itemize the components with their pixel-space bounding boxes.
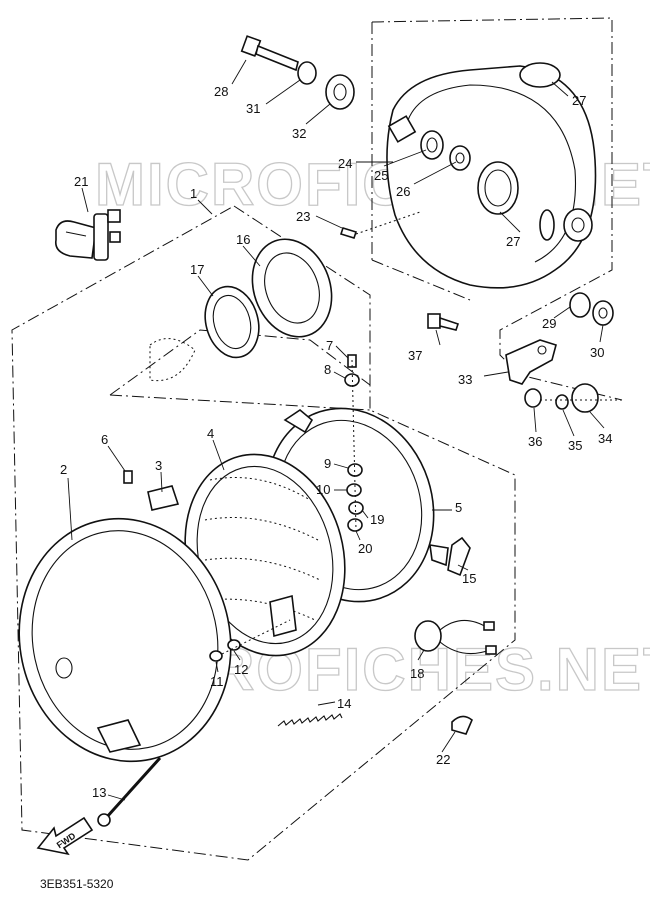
grommet-27-large <box>477 161 519 215</box>
socket-ghost <box>149 338 196 382</box>
callout-37: 37 <box>408 348 422 363</box>
washer-10 <box>346 483 362 497</box>
callout-27b: 27 <box>572 93 586 108</box>
forward-arrow: FWD <box>36 816 94 856</box>
callout-23: 23 <box>296 209 310 224</box>
callout-11: 11 <box>210 674 224 689</box>
callout-35: 35 <box>568 438 582 453</box>
part-36 <box>524 388 542 408</box>
grommet-27-top <box>519 62 561 88</box>
callout-7: 7 <box>326 338 333 353</box>
callout-24: 24 <box>338 156 352 171</box>
callout-19: 19 <box>370 512 384 527</box>
group-outline-housing <box>371 17 623 401</box>
callout-32: 32 <box>292 126 306 141</box>
callout-26: 26 <box>396 184 410 199</box>
adjuster-axis <box>351 359 357 531</box>
callout-18: 18 <box>410 666 424 681</box>
callout-25: 25 <box>374 168 388 183</box>
callout-30: 30 <box>590 345 604 360</box>
headlight-rim <box>18 485 297 763</box>
grommet-26-hole <box>455 152 465 164</box>
grommet-25 <box>420 130 444 160</box>
callout-29: 29 <box>542 316 556 331</box>
socket-cover <box>251 238 333 338</box>
washer-12 <box>227 639 241 651</box>
screw-23-axis <box>355 211 421 235</box>
leader-lines <box>67 59 605 801</box>
bulb <box>54 209 121 261</box>
grommet-25-hole <box>426 137 438 153</box>
callout-22: 22 <box>436 752 450 767</box>
callout-4: 4 <box>207 426 214 441</box>
washer-29 <box>569 292 591 318</box>
screw-11 <box>209 650 223 662</box>
diagram-code: 3EB351-5320 <box>40 877 114 891</box>
screw-6 <box>123 470 133 484</box>
callout-3: 3 <box>155 458 162 473</box>
callout-12: 12 <box>234 662 248 677</box>
bolt-37 <box>427 313 460 331</box>
collar-32 <box>325 74 355 110</box>
callout-20: 20 <box>358 541 372 556</box>
bulb-holder-ring <box>204 285 260 359</box>
cap-22 <box>451 715 473 735</box>
callout-33: 33 <box>458 372 472 387</box>
callout-9: 9 <box>324 456 331 471</box>
callout-16: 16 <box>236 232 250 247</box>
clip-15 <box>447 536 471 577</box>
grommet-26 <box>449 145 471 171</box>
callout-36: 36 <box>528 434 542 449</box>
screw-23 <box>339 227 358 239</box>
callout-8: 8 <box>324 362 331 377</box>
callout-15: 15 <box>462 571 476 586</box>
screw-13 <box>97 756 162 827</box>
washer-31 <box>297 61 317 85</box>
callout-6: 6 <box>101 432 108 447</box>
socket-outline-bottom <box>109 394 371 411</box>
callout-34: 34 <box>598 431 612 446</box>
washer-19 <box>348 501 364 515</box>
callout-labels: 1 2 3 4 5 6 7 8 9 10 11 12 13 14 15 16 1… <box>60 84 612 800</box>
callout-10: 10 <box>316 482 330 497</box>
callout-31: 31 <box>246 101 260 116</box>
nut-30 <box>592 300 614 326</box>
callout-14: 14 <box>337 696 351 711</box>
spring-14 <box>277 713 343 727</box>
callout-2: 2 <box>60 462 67 477</box>
callout-28: 28 <box>214 84 228 99</box>
collar-32-hole <box>333 83 347 101</box>
housing-outline-bottom <box>371 259 471 301</box>
callout-5: 5 <box>455 500 462 515</box>
part-34 <box>571 383 599 413</box>
callout-1: 1 <box>190 186 197 201</box>
grommet-27-large-inner <box>484 169 512 207</box>
callout-27a: 27 <box>506 234 520 249</box>
callout-17: 17 <box>190 262 204 277</box>
bolt-28 <box>240 35 299 72</box>
group-outline-socket <box>109 329 371 396</box>
washer-8 <box>344 373 360 387</box>
washer-20 <box>347 518 363 532</box>
position-light-18 <box>414 619 497 655</box>
bracket-33 <box>505 339 557 385</box>
part-35 <box>555 394 569 410</box>
callout-13: 13 <box>92 785 106 800</box>
callout-21: 21 <box>74 174 88 189</box>
nut-30-hole <box>598 307 608 319</box>
group-outline-main <box>11 205 516 861</box>
